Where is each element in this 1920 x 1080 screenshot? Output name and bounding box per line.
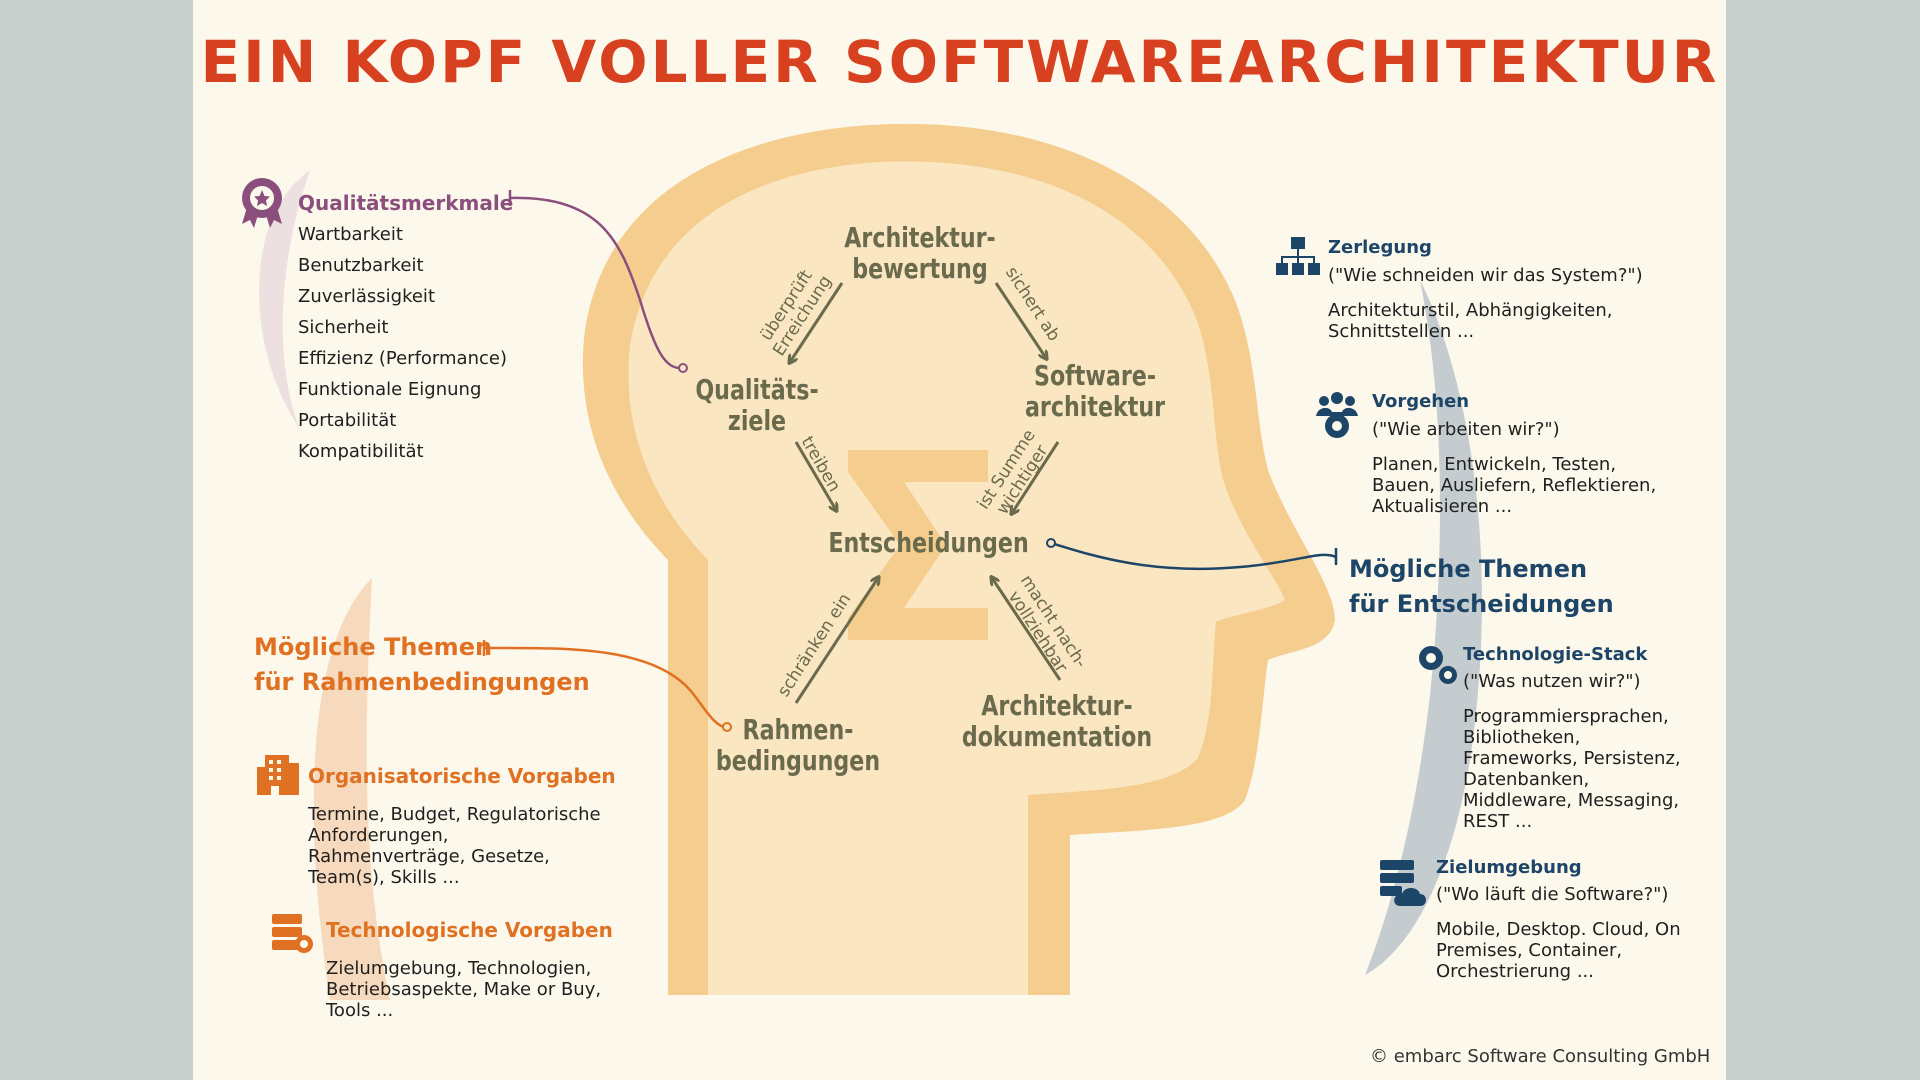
head-inner (628, 161, 1285, 996)
decisions-zerlegung-heading: Zerlegung (1328, 237, 1432, 258)
constraints-heading: Mögliche Themen für Rahmenbedingungen (254, 633, 590, 696)
constraints-org-heading: Organisatorische Vorgaben (308, 764, 616, 788)
arrow-ziele-entscheidungen (794, 441, 836, 510)
list-item: Benutzbarkeit (298, 255, 424, 276)
decisions-stack-text: Programmiersprachen, Bibliotheken, Frame… (1463, 706, 1681, 832)
arrow-architektur-entscheidungen (1012, 441, 1060, 513)
arrow-bewertung-architektur (994, 282, 1046, 358)
constraints-org-text: Termine, Budget, Regulatorische Anforder… (308, 804, 601, 888)
server-cloud-icon (1380, 860, 1426, 906)
node-qualitaetsziele: Qualitäts- ziele (695, 373, 819, 437)
arrow-bewertung-ziele (790, 282, 844, 362)
copyright: © embarc Software Consulting GmbH (1370, 1046, 1711, 1067)
hierarchy-icon (1276, 237, 1320, 275)
constraints-tech-heading: Technologische Vorgaben (326, 918, 613, 942)
award-ribbon-icon (242, 178, 282, 228)
decisions-zerlegung-text: Architekturstil, Abhängigkeiten, Schnitt… (1328, 300, 1613, 342)
list-item: Wartbarkeit (298, 224, 403, 245)
team-gear-icon (1316, 392, 1358, 438)
list-item: Effizienz (Performance) (298, 348, 507, 369)
decisions-zerlegung-question: ("Wie schneiden wir das System?") (1328, 265, 1643, 286)
node-entscheidungen: Entscheidungen (828, 526, 1029, 559)
connector-decisions (1050, 541, 1337, 571)
decisions-vorgehen-question: ("Wie arbeiten wir?") (1372, 419, 1560, 440)
arrow-doku-entscheidungen (992, 578, 1062, 681)
list-item: Sicherheit (298, 317, 389, 338)
list-item: Funktionale Eignung (298, 379, 482, 400)
node-rahmenbedingungen: Rahmen- bedingungen (715, 713, 881, 777)
list-item: Kompatibilität (298, 441, 424, 462)
decisions-heading: Mögliche Themen für Entscheidungen (1349, 555, 1614, 618)
crescent-quality (259, 170, 310, 430)
quality-list: Wartbarkeit Benutzbarkeit Zuverlässigkei… (298, 224, 507, 472)
gears-icon (1419, 646, 1457, 684)
server-gear-icon (272, 914, 313, 953)
list-item: Zuverlässigkeit (298, 286, 435, 307)
decisions-zielumgebung-heading: Zielumgebung (1436, 857, 1582, 878)
decisions-stack-question: ("Was nutzen wir?") (1463, 671, 1641, 692)
decisions-stack-heading: Technologie-Stack (1463, 644, 1648, 665)
node-softwarearchitektur: Software- architektur (1024, 359, 1166, 423)
connector-quality (509, 196, 684, 370)
connector-constraints (483, 646, 728, 729)
node-architekturdokumentation: Architektur- dokumentation (961, 689, 1153, 753)
decisions-zielumgebung-question: ("Wo läuft die Software?") (1436, 884, 1669, 905)
poster-title: EIN KOPF VOLLER SOFTWAREARCHITEKTUR (200, 28, 1720, 96)
crescent-decisions (1365, 280, 1482, 975)
office-building-icon (257, 755, 299, 795)
node-architekturbewertung: Architektur- bewertung (844, 221, 996, 285)
constraints-tech-text: Zielumgebung, Technologien, Betriebsaspe… (326, 958, 602, 1021)
sigma-icon (848, 450, 988, 640)
decisions-vorgehen-text: Planen, Entwickeln, Testen, Bauen, Ausli… (1372, 454, 1657, 517)
quality-heading: Qualitätsmerkmale (298, 191, 514, 215)
decisions-vorgehen-heading: Vorgehen (1372, 391, 1470, 412)
arrow-rahmen-entscheidungen (794, 578, 878, 704)
list-item: Portabilität (298, 410, 397, 431)
decisions-zielumgebung-text: Mobile, Desktop. Cloud, On Premises, Con… (1436, 919, 1681, 982)
crescent-constraints (313, 578, 390, 1000)
